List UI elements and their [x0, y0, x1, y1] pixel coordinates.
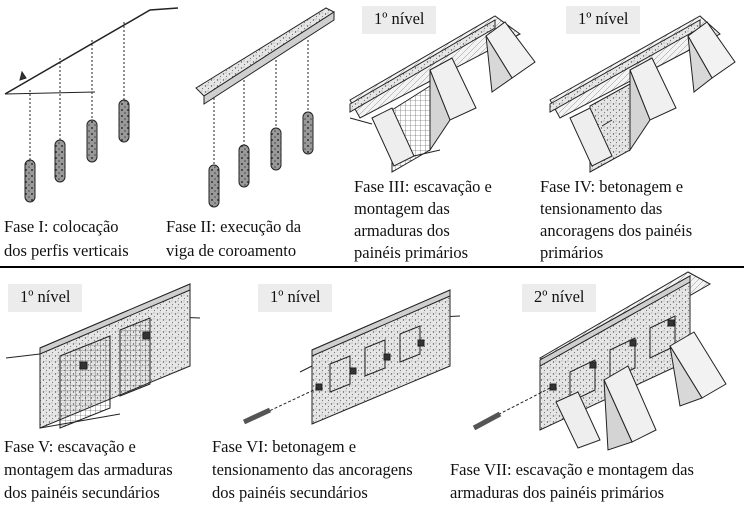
phase-1-illustration — [4, 7, 179, 203]
level-label-phase-6: 1º nível — [258, 284, 333, 312]
caption-phase-2-line-2: viga de coroamento — [166, 241, 297, 260]
caption-phase-2-line-1: Fase II: execução da — [166, 217, 302, 236]
caption-phase-4-line-3: ancoragens dos painéis — [540, 221, 693, 240]
caption-phase-7-line-2: armaduras dos painéis primários — [450, 483, 664, 502]
caption-phase-6-line-2: tensionamento das ancoragens — [212, 460, 413, 479]
caption-phase-3-line-3: armaduras dos — [354, 221, 450, 240]
caption-phase-3-line-4: painéis primários — [354, 243, 469, 262]
phase-5-illustration — [5, 283, 201, 429]
caption-phase-5-line-3: dos painéis secundários — [4, 483, 160, 502]
level-label-phase-4: 1º nível — [566, 6, 641, 34]
level-label-phase-7: 2º nível — [522, 284, 597, 312]
caption-phase-3-line-1: Fase III: escavação e — [354, 177, 492, 196]
caption-phase-4-line-1: Fase IV: betonagem e — [540, 177, 684, 196]
caption-phase-1-line-1: Fase I: colocação — [4, 217, 119, 236]
caption-phase-7-line-1: Fase VII: escavação e montagem das — [450, 460, 694, 479]
level-label-phase-3: 1º nível — [362, 6, 437, 34]
caption-phase-4-line-2: tensionamento das — [540, 199, 663, 218]
caption-phase-6-line-3: dos painéis secundários — [212, 483, 368, 502]
phase-6-illustration — [242, 289, 461, 425]
row-divider — [0, 266, 744, 268]
phase-4-illustration — [549, 15, 736, 173]
caption-phase-3-line-2: montagem das — [354, 199, 450, 218]
caption-phase-1-line-2: dos perfis verticais — [4, 241, 129, 260]
caption-phase-6-line-1: Fase VI: betonagem e — [212, 437, 357, 456]
caption-phase-4-line-4: primários — [540, 243, 604, 262]
caption-phase-5-line-1: Fase V: escavação e — [4, 437, 136, 456]
level-label-phase-5: 1º nível — [8, 284, 83, 312]
caption-phase-5-line-2: montagem das armaduras — [4, 460, 173, 479]
phase-2-illustration — [195, 7, 336, 208]
phase-7-illustration — [472, 271, 727, 451]
phase-3-illustration — [349, 15, 536, 173]
